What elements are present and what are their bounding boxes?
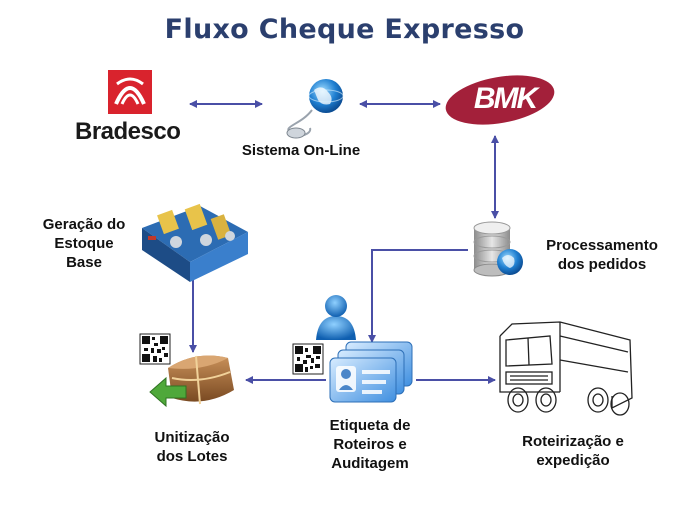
unitizacao-label-line-1: Unitização <box>154 429 230 446</box>
user-icon <box>316 295 356 340</box>
etiqueta-label-line-2: Roteiros e <box>333 436 407 453</box>
processamento-label: Processamento dos pedidos <box>532 236 672 274</box>
geracao-label-line-2: Estoque <box>54 235 114 252</box>
roteirizacao-label-line-2: expedição <box>536 452 610 469</box>
etiqueta-label: Etiqueta de Roteiros e Auditagem <box>308 416 432 473</box>
bradesco-wordmark: Bradesco <box>75 118 181 145</box>
arrow-processamento-etiqueta <box>368 249 468 343</box>
unitizacao-label-line-2: dos Lotes <box>156 448 228 465</box>
printing-machine-icon <box>142 203 248 282</box>
qr-code-icon <box>292 343 324 375</box>
processamento-label-line-1: Processamento <box>546 237 658 254</box>
geracao-label-line-3: Base <box>66 254 102 271</box>
globe-mouse-icon <box>286 79 344 139</box>
unitizacao-label: Unitização dos Lotes <box>132 428 252 466</box>
bmk-wordmark: BMK <box>473 82 538 115</box>
geracao-label-line-1: Geração do <box>42 216 126 233</box>
diagram-title: Fluxo Cheque Expresso <box>164 14 525 45</box>
roteirizacao-label: Roteirização e expedição <box>498 432 648 470</box>
flow-arrows <box>189 100 499 384</box>
etiqueta-label-line-1: Etiqueta de <box>329 417 411 434</box>
bradesco-logo <box>108 70 152 114</box>
bmk-logo <box>445 75 555 125</box>
qr-code-icon <box>139 333 171 365</box>
roteirizacao-label-line-1: Roteirização e <box>522 433 624 450</box>
processamento-label-line-2: dos pedidos <box>557 256 647 273</box>
truck-icon <box>499 321 633 416</box>
geracao-label: Geração do Estoque Base <box>24 215 144 272</box>
etiqueta-label-line-3: Auditagem <box>331 455 409 472</box>
package-arrow-icon <box>149 355 234 408</box>
database-globe-icon <box>473 221 523 277</box>
id-cards-icon <box>329 341 413 403</box>
sistema-label: Sistema On-Line <box>241 142 361 159</box>
